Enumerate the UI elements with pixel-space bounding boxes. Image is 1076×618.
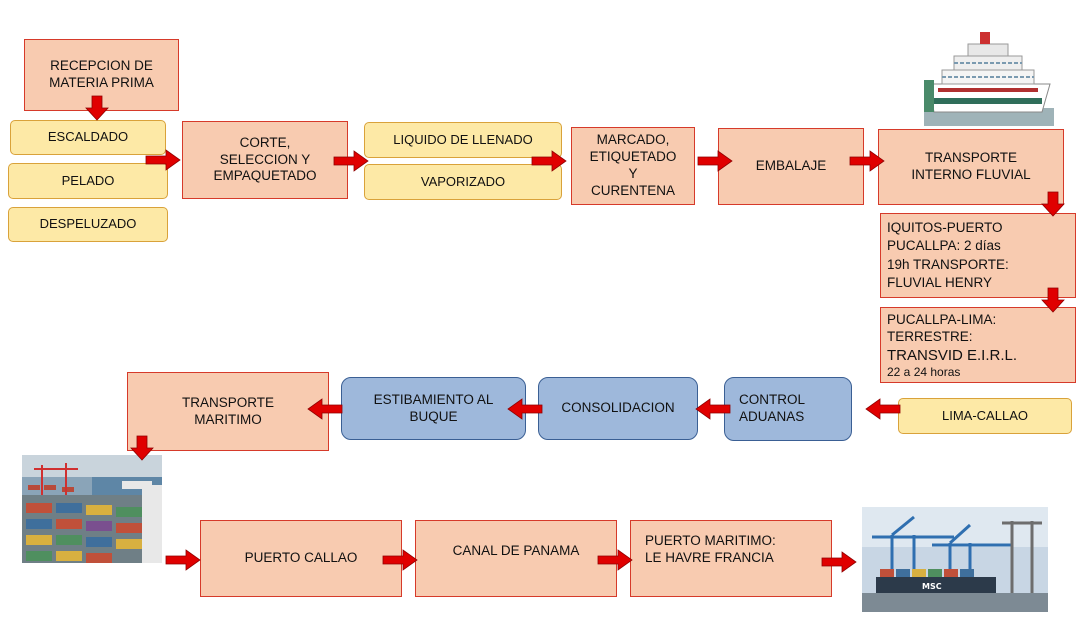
arrow-down-1 <box>85 95 109 121</box>
box-control-aduanas: CONTROL ADUANAS <box>724 377 852 441</box>
arrow-right-7 <box>382 549 418 571</box>
box-escaldado: ESCALDADO <box>10 120 166 155</box>
box-despeluzado: DESPELUZADO <box>8 207 168 242</box>
arrow-right-5 <box>849 150 885 172</box>
box-vaporizado: VAPORIZADO <box>364 164 562 200</box>
arrow-left-2 <box>695 398 731 420</box>
arrow-right-9 <box>821 551 857 573</box>
port-cranes-photo: MSC <box>862 507 1048 612</box>
pucallpa-duration: 22 a 24 horas <box>887 365 961 380</box>
box-pelado: PELADO <box>8 163 168 199</box>
arrow-left-1 <box>865 398 901 420</box>
arrow-right-1 <box>145 149 181 171</box>
arrow-right-2 <box>333 150 369 172</box>
ship-photo <box>924 28 1054 126</box>
box-embalaje: EMBALAJE <box>718 128 864 205</box>
arrow-down-3 <box>1041 287 1065 313</box>
svg-text:MSC: MSC <box>922 582 942 591</box>
box-estibamiento: ESTIBAMIENTO AL BUQUE <box>341 377 526 440</box>
port-containers-photo <box>22 455 162 563</box>
box-consolidacion: CONSOLIDACION <box>538 377 698 440</box>
arrow-left-3 <box>507 398 543 420</box>
box-le-havre: PUERTO MARITIMO: LE HAVRE FRANCIA <box>630 520 832 597</box>
box-pucallpa: PUCALLPA-LIMA: TERRESTRE: TRANSVID E.I.R… <box>880 307 1076 383</box>
box-marcado: MARCADO, ETIQUETADO Y CURENTENA <box>571 127 695 205</box>
arrow-right-8 <box>597 549 633 571</box>
box-transporte-fluvial: TRANSPORTE INTERNO FLUVIAL <box>878 129 1064 205</box>
pucallpa-company: TRANSVID E.I.R.L. <box>887 346 1018 364</box>
box-iquitos: IQUITOS-PUERTO PUCALLPA: 2 días 19h TRAN… <box>880 213 1076 298</box>
arrow-down-4 <box>130 435 154 461</box>
arrow-down-2 <box>1041 191 1065 217</box>
arrow-right-6 <box>165 549 201 571</box>
arrow-right-3 <box>531 150 567 172</box>
box-liquido: LIQUIDO DE LLENADO <box>364 122 562 158</box>
box-transporte-maritimo: TRANSPORTE MARITIMO <box>127 372 329 451</box>
box-puerto-callao: PUERTO CALLAO <box>200 520 402 597</box>
arrow-right-4 <box>697 150 733 172</box>
box-lima-callao: LIMA-CALLAO <box>898 398 1072 434</box>
pucallpa-route: PUCALLPA-LIMA: TERRESTRE: <box>887 311 997 345</box>
box-corte: CORTE, SELECCION Y EMPAQUETADO <box>182 121 348 199</box>
box-canal-panama: CANAL DE PANAMA <box>415 520 617 597</box>
arrow-left-4 <box>307 398 343 420</box>
